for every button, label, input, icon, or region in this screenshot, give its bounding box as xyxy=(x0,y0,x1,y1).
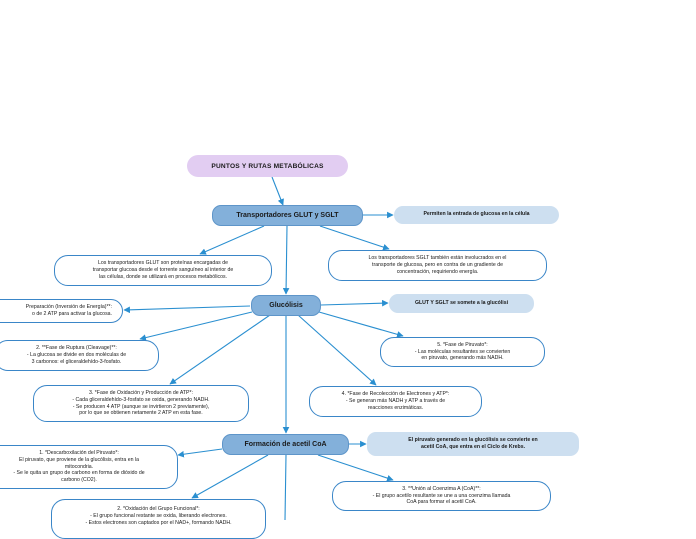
note-acetyl-coa[interactable]: El piruvato generado en la glucólisis se… xyxy=(367,432,579,456)
connector-lines xyxy=(123,176,404,520)
topic-transport[interactable]: Transportadores GLUT y SGLT xyxy=(212,205,363,226)
link-acetyl-step2 xyxy=(191,454,269,499)
topic-acetyl-coa-label: Formación de acetil CoA xyxy=(244,441,327,448)
leaf-phase1-text: Preparación (Inversión de Energía)**: o … xyxy=(25,304,112,317)
leaf-phase4-text: 4. *Fase de Recolección de Electrones y … xyxy=(341,391,450,411)
leaf-acetyl-step3[interactable]: 3. **Unión al Coenzima A (CoA)**: - El g… xyxy=(332,481,551,511)
leaf-glycolysis-phase1[interactable]: Preparación (Inversión de Energía)**: o … xyxy=(0,299,123,323)
link-glycolysis-phase3 xyxy=(169,314,271,385)
note-transport-text: Permiten la entrada de glucosa en la cél… xyxy=(423,211,530,218)
link-root-transport xyxy=(271,176,284,206)
link-transport-sglt xyxy=(319,225,390,251)
topic-acetyl-coa[interactable]: Formación de acetil CoA xyxy=(222,434,349,455)
link-transport-glycolysis xyxy=(282,225,290,295)
leaf-step3-text: 3. **Unión al Coenzima A (CoA)**: - El g… xyxy=(372,485,511,506)
leaf-step2-text: 2. *Oxidación del Grupo Funcional*: - El… xyxy=(85,506,232,526)
root-topic-label: PUNTOS Y RUTAS METABÓLICAS xyxy=(211,162,324,170)
mind-map-canvas: PUNTOS Y RUTAS METABÓLICAS Transportador… xyxy=(0,155,579,539)
link-acetyl-step3 xyxy=(317,454,394,482)
leaf-phase5-text: 5. *Fase de Piruvato*: - Las moléculas r… xyxy=(414,341,511,362)
note-glycolysis-text: GLUT Y SGLT se somete a la glucólisi xyxy=(414,299,509,306)
link-glycolysis-note xyxy=(320,299,389,307)
topic-glycolysis[interactable]: Glucólisis xyxy=(251,295,321,316)
link-glycolysis-phase4 xyxy=(297,314,377,386)
root-topic[interactable]: PUNTOS Y RUTAS METABÓLICAS xyxy=(187,155,348,177)
topic-glycolysis-label: Glucólisis xyxy=(269,302,303,309)
leaf-glycolysis-phase4[interactable]: 4. *Fase de Recolección de Electrones y … xyxy=(309,386,482,417)
leaf-glycolysis-phase2[interactable]: 2. **Fase de Ruptura (Cleavage)**: - La … xyxy=(0,340,159,371)
leaf-sglt-description[interactable]: Los transportadores SGLT también están i… xyxy=(328,250,547,281)
note-acetyl-coa-text: El piruvato generado en la glucólisis se… xyxy=(408,436,538,450)
leaf-phase3-text: 3. *Fase de Oxidación y Producción de AT… xyxy=(72,390,210,417)
leaf-glycolysis-phase3[interactable]: 3. *Fase de Oxidación y Producción de AT… xyxy=(33,385,249,422)
note-transport[interactable]: Permiten la entrada de glucosa en la cél… xyxy=(394,206,559,224)
leaf-glycolysis-phase5[interactable]: 5. *Fase de Piruvato*: - Las moléculas r… xyxy=(380,337,545,367)
note-glycolysis[interactable]: GLUT Y SGLT se somete a la glucólisi xyxy=(389,294,534,313)
leaf-glut-text: Los transportadores GLUT son proteínas e… xyxy=(92,260,234,280)
leaf-glut-description[interactable]: Los transportadores GLUT son proteínas e… xyxy=(54,255,272,286)
topic-transport-label: Transportadores GLUT y SGLT xyxy=(236,212,339,219)
link-glycolysis-phase1 xyxy=(123,305,251,314)
link-acetyl-step1 xyxy=(177,448,223,458)
leaf-acetyl-step1[interactable]: 1. *Descarboxilación del Piruvato*: El p… xyxy=(0,445,178,489)
leaf-sglt-text: Los transportadores SGLT también están i… xyxy=(368,255,507,275)
link-transport-glut xyxy=(199,225,265,255)
link-glycolysis-phase2 xyxy=(139,311,253,341)
leaf-step1-text: 1. *Descarboxilación del Piruvato*: El p… xyxy=(13,450,145,484)
link-glycolysis-phase5 xyxy=(318,311,404,338)
leaf-acetyl-step2[interactable]: 2. *Oxidación del Grupo Funcional*: - El… xyxy=(51,499,266,539)
leaf-phase2-text: 2. **Fase de Ruptura (Cleavage)**: - La … xyxy=(26,345,127,365)
link-acetyl-continuation xyxy=(284,454,287,520)
